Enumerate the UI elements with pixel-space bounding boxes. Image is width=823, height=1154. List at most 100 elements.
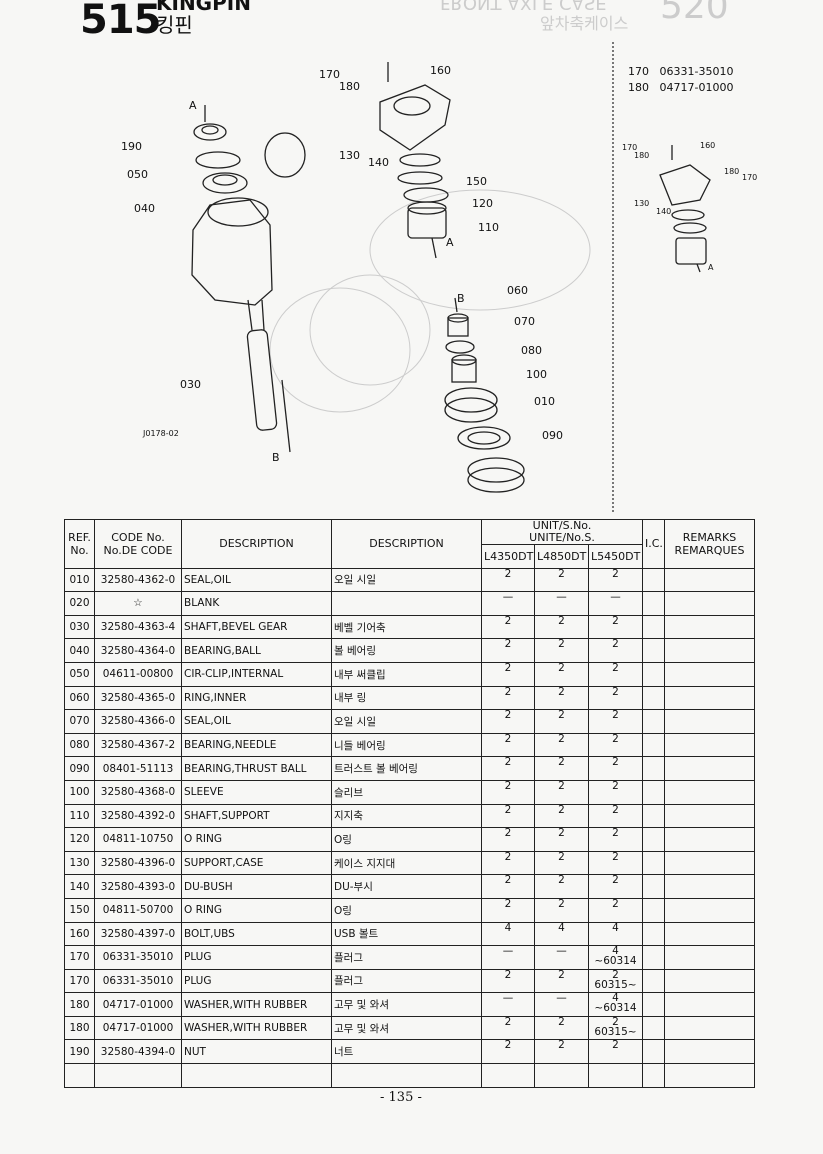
ic-cell — [642, 685, 665, 711]
ref-cell: 010 — [64, 567, 95, 593]
qty-l4350dt-cell — [481, 1063, 535, 1088]
remarks-cell — [664, 685, 755, 711]
section-title-en: KINGPIN — [156, 0, 251, 15]
ref-cell: 070 — [64, 709, 95, 734]
qty-l4850dt-cell: 2 — [534, 709, 589, 734]
remarks-cell — [664, 945, 755, 970]
description-ko-cell: 너트 — [331, 1039, 482, 1065]
qty-l5450dt-cell: 2 — [588, 709, 643, 734]
qty-l5450dt-cell: 4 ~60314 — [588, 945, 643, 970]
code-cell: 32580-4393-0 — [94, 874, 182, 899]
callout-110: 110 — [478, 221, 499, 234]
description-ko-cell: 슬리브 — [331, 779, 482, 805]
qty-l4850dt-cell: 2 — [534, 803, 589, 829]
qty-l5450dt-cell: 2 — [588, 1039, 643, 1065]
section-title-ko: 킹핀 — [156, 13, 193, 37]
ic-cell — [642, 1015, 665, 1041]
qty-l4350dt-cell: 2 — [481, 756, 535, 781]
description-ko-cell: USB 볼트 — [331, 921, 482, 947]
description-ko-cell: 플러그 — [331, 945, 482, 970]
ic-cell — [642, 827, 665, 852]
qty-l4850dt-cell: 2 — [534, 685, 589, 711]
qty-l4350dt-cell: 2 — [481, 567, 535, 593]
qty-l4350dt-cell: 2 — [481, 803, 535, 829]
qty-l4850dt-cell: — — [534, 992, 589, 1017]
inset-callout-170: 170 — [622, 143, 637, 152]
description-ko-cell: 내부 링 — [331, 685, 482, 711]
description-en-cell: SEAL,OIL — [181, 567, 332, 593]
ref-cell: 190 — [64, 1039, 95, 1065]
qty-l4850dt-cell: 2 — [534, 638, 589, 663]
callout-150: 150 — [466, 175, 487, 188]
ic-cell — [642, 756, 665, 781]
ref-cell: 030 — [64, 614, 95, 640]
qty-l4350dt-cell: 2 — [481, 732, 535, 758]
callout-070: 070 — [514, 315, 535, 328]
qty-l5450dt-cell: 2 — [588, 850, 643, 876]
description-en-cell: SEAL,OIL — [181, 709, 332, 734]
qty-l4850dt-cell: 2 — [534, 968, 589, 994]
qty-l4850dt-cell: 2 — [534, 1039, 589, 1065]
ref-cell: 170 — [64, 945, 95, 970]
ref-cell: 050 — [64, 661, 95, 687]
code-cell: 32580-4368-0 — [94, 779, 182, 805]
ic-cell — [642, 1039, 665, 1065]
qty-l5450dt-cell: 2 — [588, 897, 643, 923]
section-number: 515 — [80, 0, 161, 43]
ic-cell — [642, 732, 665, 758]
remarks-cell — [664, 614, 755, 640]
callout-180: 180 — [339, 80, 360, 93]
description-ko-cell: 고무 및 와셔 — [331, 1015, 482, 1041]
description-en-cell: SUPPORT,CASE — [181, 850, 332, 876]
ic-cell — [642, 779, 665, 805]
description-en-cell: O RING — [181, 827, 332, 852]
description-en-cell: PLUG — [181, 945, 332, 970]
ic-cell — [642, 992, 665, 1017]
qty-l4350dt-cell: 2 — [481, 968, 535, 994]
code-cell: 06331-35010 — [94, 945, 182, 970]
qty-l4850dt-cell: — — [534, 945, 589, 970]
callout-010: 010 — [534, 395, 555, 408]
ic-cell — [642, 638, 665, 663]
qty-l5450dt-cell: 2 — [588, 567, 643, 593]
ref-cell — [64, 1063, 95, 1088]
header-code: CODE No. No.DE CODE — [94, 519, 182, 569]
description-en-cell: SHAFT,BEVEL GEAR — [181, 614, 332, 640]
remarks-cell — [664, 591, 755, 616]
callout-040: 040 — [134, 202, 155, 215]
qty-l5450dt-cell: 2 60315~ — [588, 968, 643, 994]
qty-l4850dt-cell: 2 — [534, 850, 589, 876]
description-en-cell: WASHER,WITH RUBBER — [181, 1015, 332, 1041]
figure-id: J0178-02 — [142, 429, 179, 438]
page-number: - 135 - — [380, 1090, 422, 1105]
description-en-cell: SLEEVE — [181, 779, 332, 805]
qty-l4850dt-cell — [534, 1063, 589, 1088]
remarks-cell — [664, 1039, 755, 1065]
description-ko-cell: 오일 시일 — [331, 709, 482, 734]
qty-l4850dt-cell: 2 — [534, 827, 589, 852]
callout-130: 130 — [339, 149, 360, 162]
ic-cell — [642, 850, 665, 876]
qty-l5450dt-cell: 2 60315~ — [588, 1015, 643, 1041]
qty-l5450dt-cell: 2 — [588, 614, 643, 640]
qty-l4850dt-cell: 2 — [534, 614, 589, 640]
ref-cell: 120 — [64, 827, 95, 852]
code-cell: 32580-4394-0 — [94, 1039, 182, 1065]
ghost-background-drawing — [269, 189, 591, 413]
description-en-cell — [181, 1063, 332, 1088]
qty-l5450dt-cell: 2 — [588, 661, 643, 687]
header-remarks: REMARKS REMARQUES — [664, 519, 755, 569]
ref-cell: 100 — [64, 779, 95, 805]
qty-l5450dt-cell: 4 — [588, 921, 643, 947]
code-cell: 32580-4362-0 — [94, 567, 182, 593]
qty-l5450dt-cell: 2 — [588, 685, 643, 711]
description-en-cell: CIR-CLIP,INTERNAL — [181, 661, 332, 687]
ic-cell — [642, 803, 665, 829]
code-cell: 32580-4392-0 — [94, 803, 182, 829]
ic-cell — [642, 1063, 665, 1088]
ref-cell: 130 — [64, 850, 95, 876]
